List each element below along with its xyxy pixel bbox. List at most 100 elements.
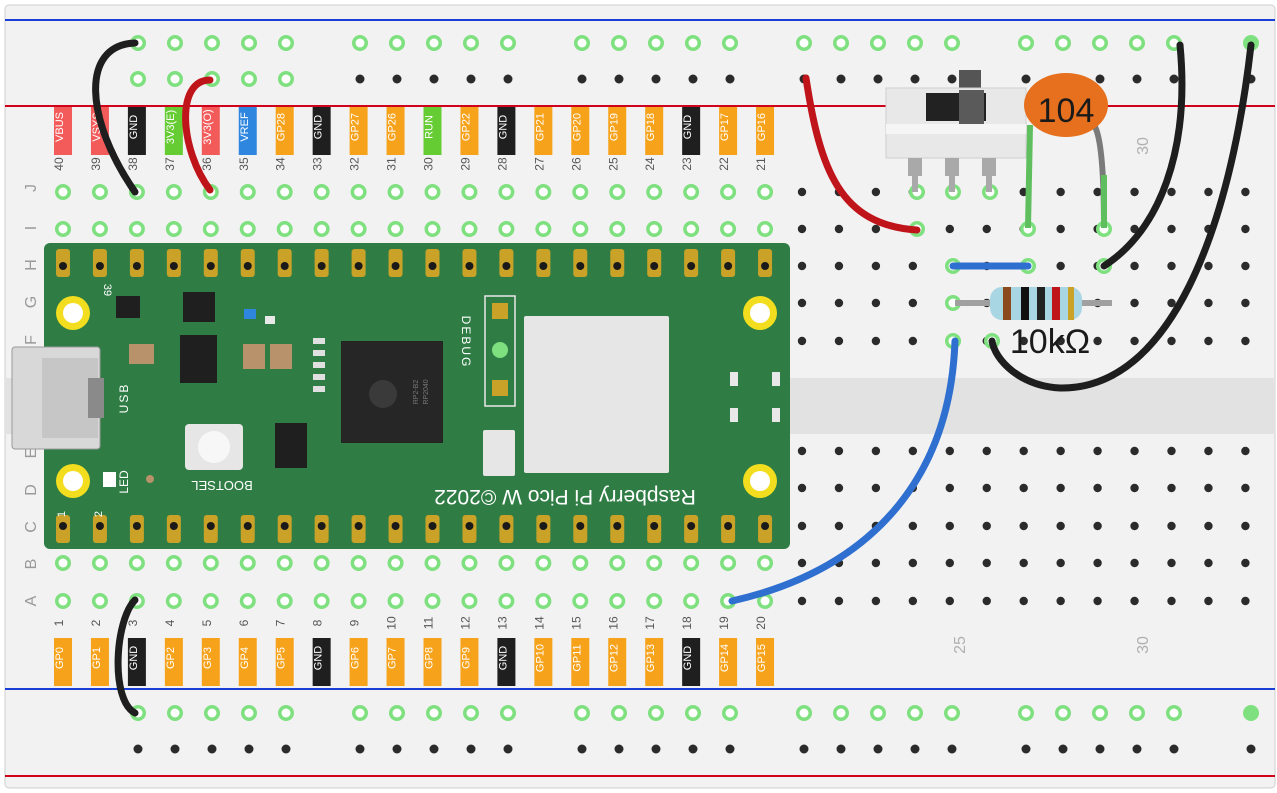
breadboard-hole[interactable] xyxy=(1056,521,1065,531)
rail-hole[interactable] xyxy=(873,744,883,754)
breadboard-hole[interactable] xyxy=(723,224,733,234)
rail-hole[interactable] xyxy=(651,744,661,754)
rail-hole[interactable] xyxy=(170,38,180,48)
rail-hole[interactable] xyxy=(392,38,402,48)
breadboard-hole[interactable] xyxy=(982,596,991,606)
rail-hole[interactable] xyxy=(429,744,439,754)
breadboard-hole[interactable] xyxy=(797,558,807,568)
breadboard-hole[interactable] xyxy=(871,187,881,197)
breadboard-hole[interactable] xyxy=(1167,446,1176,456)
rail-hole[interactable] xyxy=(281,74,291,84)
rail-hole[interactable] xyxy=(688,74,698,84)
rail-hole[interactable] xyxy=(725,708,735,718)
breadboard-hole[interactable] xyxy=(1093,596,1102,606)
rail-hole[interactable] xyxy=(1021,708,1031,718)
rail-hole[interactable] xyxy=(355,708,365,718)
breadboard-hole[interactable] xyxy=(1130,336,1139,346)
breadboard-hole[interactable] xyxy=(871,298,881,308)
rail-hole[interactable] xyxy=(207,38,217,48)
breadboard-hole[interactable] xyxy=(1056,446,1065,456)
rail-hole[interactable] xyxy=(725,74,735,84)
breadboard-hole[interactable] xyxy=(1241,521,1250,531)
rail-hole[interactable] xyxy=(577,708,587,718)
rail-hole[interactable] xyxy=(207,744,217,754)
breadboard-hole[interactable] xyxy=(612,558,622,568)
breadboard-hole[interactable] xyxy=(1130,261,1139,271)
breadboard-hole[interactable] xyxy=(95,558,105,568)
rail-hole[interactable] xyxy=(651,708,661,718)
breadboard-hole[interactable] xyxy=(1204,596,1213,606)
breadboard-hole[interactable] xyxy=(1167,336,1176,346)
breadboard-hole[interactable] xyxy=(1056,261,1065,271)
breadboard-hole[interactable] xyxy=(538,224,548,234)
breadboard-hole[interactable] xyxy=(501,224,511,234)
breadboard-hole[interactable] xyxy=(317,558,327,568)
breadboard-hole[interactable] xyxy=(169,596,179,606)
breadboard-hole[interactable] xyxy=(760,558,770,568)
rail-hole[interactable] xyxy=(688,38,698,48)
rail-hole[interactable] xyxy=(1095,744,1105,754)
rail-hole[interactable] xyxy=(429,74,439,84)
rail-hole[interactable] xyxy=(1095,708,1105,718)
breadboard-hole[interactable] xyxy=(908,298,918,308)
rail-hole[interactable] xyxy=(1095,38,1105,48)
breadboard-hole[interactable] xyxy=(649,187,659,197)
breadboard-hole[interactable] xyxy=(391,187,401,197)
breadboard-hole[interactable] xyxy=(1241,558,1250,568)
breadboard-hole[interactable] xyxy=(1130,298,1139,308)
rail-hole[interactable] xyxy=(466,38,476,48)
breadboard-hole[interactable] xyxy=(243,187,253,197)
breadboard-hole[interactable] xyxy=(575,558,585,568)
breadboard-hole[interactable] xyxy=(428,224,437,234)
breadboard-hole[interactable] xyxy=(538,596,548,606)
breadboard-hole[interactable] xyxy=(1204,446,1213,456)
breadboard-hole[interactable] xyxy=(501,187,511,197)
breadboard-hole[interactable] xyxy=(945,483,954,493)
breadboard-hole[interactable] xyxy=(834,261,844,271)
rail-hole[interactable] xyxy=(910,744,920,754)
breadboard-hole[interactable] xyxy=(649,558,659,568)
breadboard-hole[interactable] xyxy=(538,187,548,197)
rail-hole[interactable] xyxy=(244,744,254,754)
breadboard-hole[interactable] xyxy=(871,558,881,568)
breadboard-hole[interactable] xyxy=(982,521,991,531)
breadboard-hole[interactable] xyxy=(58,187,68,197)
slide-switch[interactable] xyxy=(885,70,1027,192)
rail-hole[interactable] xyxy=(799,744,809,754)
rail-hole[interactable] xyxy=(614,708,624,718)
breadboard-hole[interactable] xyxy=(1167,187,1176,197)
breadboard-hole[interactable] xyxy=(1167,558,1176,568)
breadboard-hole[interactable] xyxy=(1241,261,1250,271)
wire-blue-gp14[interactable] xyxy=(728,337,959,605)
breadboard-hole[interactable] xyxy=(317,187,327,197)
rail-hole[interactable] xyxy=(207,708,217,718)
breadboard-hole[interactable] xyxy=(243,558,253,568)
rail-hole[interactable] xyxy=(503,744,513,754)
rail-hole[interactable] xyxy=(1021,74,1031,84)
breadboard-hole[interactable] xyxy=(132,224,142,234)
rail-hole[interactable] xyxy=(1169,38,1179,48)
breadboard-hole[interactable] xyxy=(1241,224,1250,234)
breadboard-hole[interactable] xyxy=(1056,224,1065,234)
breadboard-hole[interactable] xyxy=(797,298,807,308)
rail-hole[interactable] xyxy=(466,708,476,718)
breadboard-hole[interactable] xyxy=(834,224,844,234)
rail-hole[interactable] xyxy=(1095,74,1105,84)
breadboard-hole[interactable] xyxy=(1204,298,1213,308)
breadboard-hole[interactable] xyxy=(834,596,844,606)
breadboard-hole[interactable] xyxy=(1130,446,1139,456)
breadboard-hole[interactable] xyxy=(206,558,216,568)
rail-hole[interactable] xyxy=(873,708,883,718)
rail-hole[interactable] xyxy=(503,708,513,718)
breadboard-hole[interactable] xyxy=(871,596,881,606)
breadboard-hole[interactable] xyxy=(501,558,511,568)
rail-hole[interactable] xyxy=(392,708,402,718)
breadboard-hole[interactable] xyxy=(686,558,696,568)
breadboard-hole[interactable] xyxy=(206,224,216,234)
rail-hole[interactable] xyxy=(614,38,624,48)
breadboard-hole[interactable] xyxy=(871,483,881,493)
rail-hole[interactable] xyxy=(836,708,846,718)
rail-hole[interactable] xyxy=(392,74,402,84)
rail-hole[interactable] xyxy=(1021,38,1031,48)
breadboard-hole[interactable] xyxy=(686,224,696,234)
